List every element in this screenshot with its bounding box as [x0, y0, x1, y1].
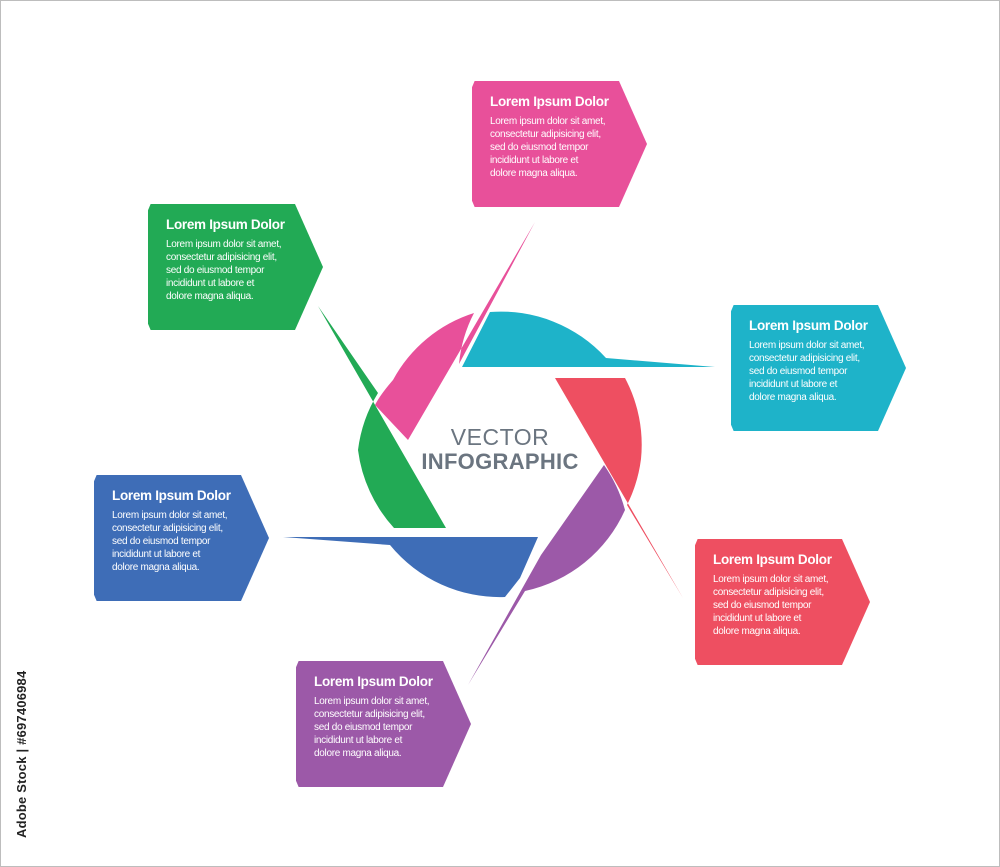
- card-pink: Lorem Ipsum Dolor Lorem ipsum dolor sit …: [472, 81, 647, 207]
- card-pink-body: Lorem ipsum dolor sit amet, consectetur …: [490, 116, 606, 179]
- card-red-title: Lorem Ipsum Dolor: [713, 552, 832, 567]
- card-purple-title: Lorem Ipsum Dolor: [314, 674, 433, 689]
- center-title-line1: VECTOR: [450, 424, 550, 450]
- card-blue-body: Lorem ipsum dolor sit amet, consectetur …: [112, 510, 228, 573]
- purple-aperture-blade: [468, 465, 625, 685]
- red-aperture-blade: [555, 378, 683, 598]
- green-aperture-blade: [318, 306, 446, 528]
- card-red: Lorem Ipsum Dolor Lorem ipsum dolor sit …: [695, 539, 870, 665]
- card-blue-title: Lorem Ipsum Dolor: [112, 488, 231, 503]
- blue-aperture-blade: [283, 537, 538, 598]
- stock-watermark: Adobe Stock | #697406984: [14, 670, 29, 838]
- center-title-line2: INFOGRAPHIC: [421, 449, 579, 474]
- cyan-aperture-blade: [462, 311, 715, 367]
- card-red-body: Lorem ipsum dolor sit amet, consectetur …: [713, 574, 829, 637]
- card-pink-title: Lorem Ipsum Dolor: [490, 94, 609, 109]
- pink-aperture-blade: [375, 222, 535, 440]
- card-green-title: Lorem Ipsum Dolor: [166, 217, 285, 232]
- card-cyan: Lorem Ipsum Dolor Lorem ipsum dolor sit …: [731, 305, 906, 431]
- card-blue: Lorem Ipsum Dolor Lorem ipsum dolor sit …: [94, 475, 269, 601]
- center-title: VECTOR INFOGRAPHIC: [400, 425, 600, 475]
- card-cyan-body: Lorem ipsum dolor sit amet, consectetur …: [749, 340, 865, 403]
- card-green: Lorem Ipsum Dolor Lorem ipsum dolor sit …: [148, 204, 323, 330]
- card-purple: Lorem Ipsum Dolor Lorem ipsum dolor sit …: [296, 661, 471, 787]
- card-green-body: Lorem ipsum dolor sit amet, consectetur …: [166, 239, 282, 302]
- card-purple-body: Lorem ipsum dolor sit amet, consectetur …: [314, 696, 430, 759]
- card-cyan-title: Lorem Ipsum Dolor: [749, 318, 868, 333]
